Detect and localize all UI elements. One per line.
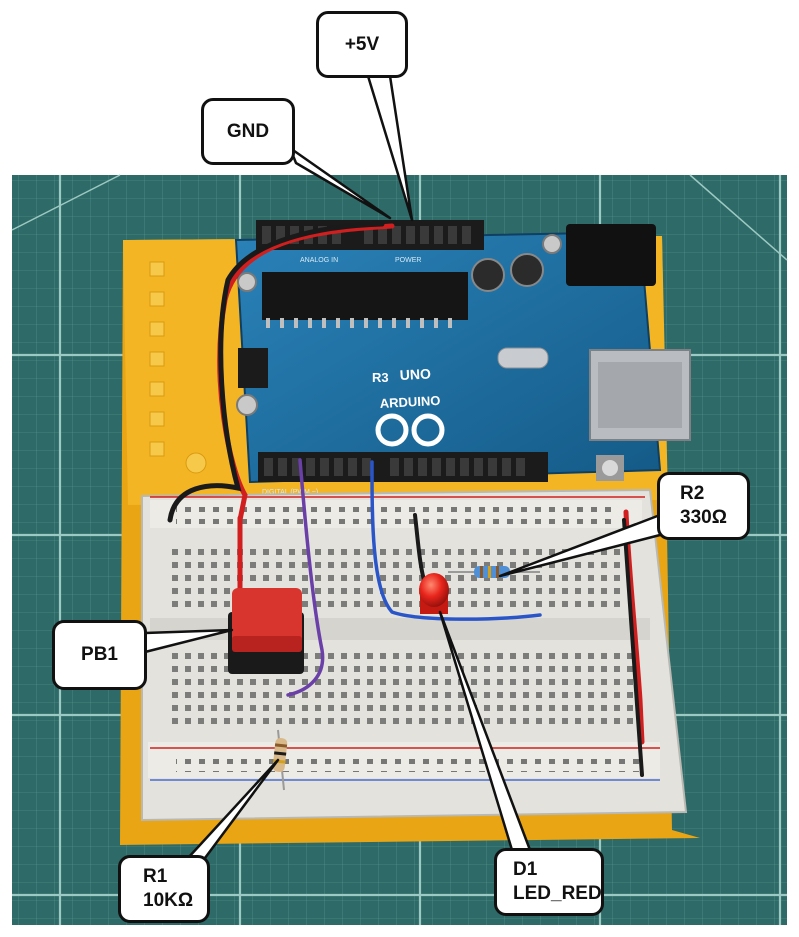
crystal (497, 347, 549, 369)
label-r2: R2 330Ω (657, 472, 750, 540)
label-r1-designator: R1 (143, 866, 168, 888)
label-r1: R1 10KΩ (118, 855, 210, 923)
board-rev-silk: R3 (372, 370, 389, 385)
board-name-silk: UNO (399, 365, 431, 383)
pushbutton-pb1 (228, 588, 304, 674)
label-5v: +5V (316, 11, 408, 78)
brand-silk: ARDUINO (379, 393, 440, 411)
analog-header-silk: ANALOG IN (300, 257, 338, 264)
label-r1-value: 10KΩ (143, 890, 194, 911)
callout-lines (143, 74, 662, 860)
label-pb1: PB1 (52, 620, 147, 690)
bottom-rail-holes (176, 752, 646, 772)
digital-header-silk: DIGITAL (PWM ~) (262, 489, 318, 496)
purple-wire (286, 458, 325, 697)
label-r2-designator: R2 (680, 483, 705, 505)
led-d1 (419, 573, 449, 614)
label-gnd: GND (201, 98, 295, 165)
label-d1-designator: D1 (513, 859, 538, 881)
icsp-header (238, 348, 268, 388)
blue-wire (370, 460, 542, 621)
label-pb1-text: PB1 (81, 644, 118, 666)
label-gnd-text: GND (226, 120, 270, 142)
top-rail-holes (176, 505, 616, 525)
label-d1: D1 LED_RED (494, 848, 604, 916)
power-header-silk: POWER (395, 257, 421, 264)
atmega-chip (262, 272, 468, 320)
black-wire-gnd (167, 221, 385, 523)
capacitor-1 (471, 258, 505, 292)
arduino-uno-board: ANALOG IN POWER (234, 220, 691, 496)
arduino-logo (375, 413, 445, 447)
label-d1-value: LED_RED (513, 883, 602, 904)
capacitor-2 (510, 253, 544, 287)
dc-power-jack (566, 224, 656, 286)
black-wire-rail (622, 518, 644, 777)
label-5v-text: +5V (344, 33, 380, 55)
label-r2-value: 330Ω (680, 507, 727, 528)
